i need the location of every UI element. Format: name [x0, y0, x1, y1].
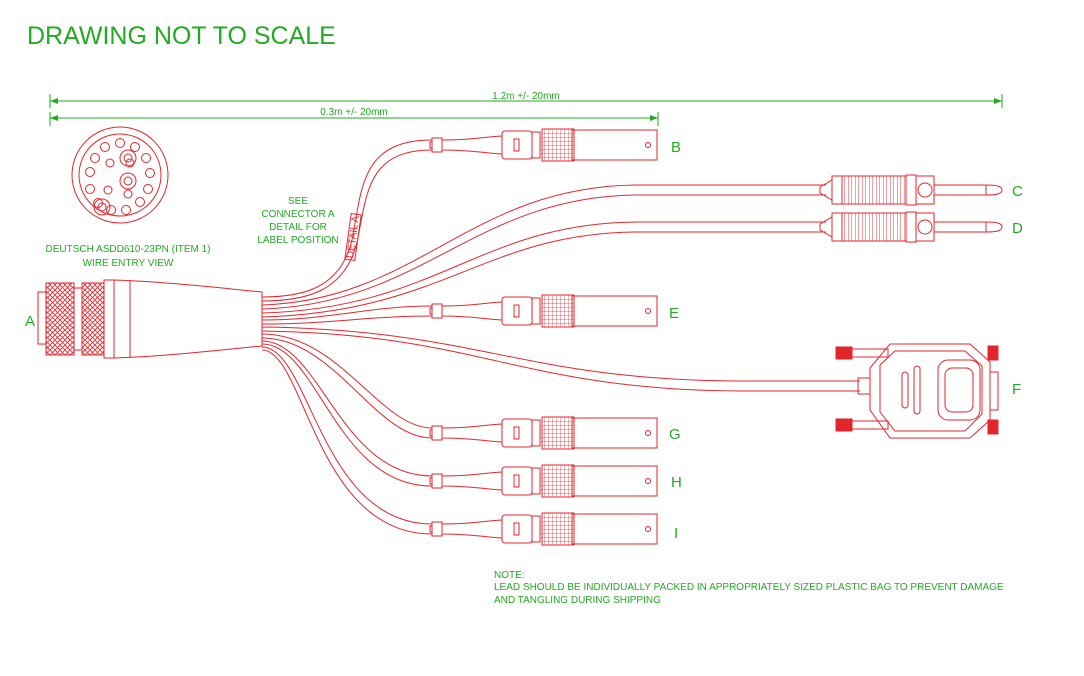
label-h: H	[671, 474, 682, 491]
note-line-2: AND TANGLING DURING SHIPPING	[494, 595, 661, 606]
connector-h	[429, 464, 658, 498]
see-note-line-3: DETAIL FOR	[269, 222, 327, 233]
connector-c	[819, 174, 1003, 206]
label-c: C	[1012, 183, 1023, 200]
label-a: A	[25, 313, 35, 330]
label-sleeve: DETAIL A	[344, 212, 362, 262]
connector-f	[835, 343, 999, 439]
note-line-1: LEAD SHOULD BE INDIVIDUALLY PACKED IN AP…	[494, 582, 1004, 593]
connector-a	[37, 279, 263, 359]
label-sleeve-text: DETAIL A	[345, 215, 362, 259]
see-note-line-1: SEE	[288, 196, 308, 207]
label-d: D	[1012, 220, 1023, 237]
label-e: E	[669, 305, 679, 322]
connector-view-label: WIRE ENTRY VIEW	[83, 258, 174, 269]
see-note-line-4: LABEL POSITION	[257, 235, 338, 246]
label-i: I	[674, 525, 678, 542]
connector-e	[429, 294, 658, 328]
connector-face-view	[71, 126, 169, 224]
label-b: B	[671, 139, 681, 156]
label-g: G	[669, 426, 681, 443]
connector-part-label: DEUTSCH ASDD610-23PN (ITEM 1)	[45, 244, 210, 255]
see-note-line-2: CONNECTOR A	[261, 209, 334, 220]
dimension-overall-label: 1.2m +/- 20mm	[492, 91, 560, 102]
dimension-short-label: 0.3m +/- 20mm	[320, 107, 388, 118]
dimension-short: 0.3m +/- 20mm	[49, 107, 659, 126]
connector-i	[429, 512, 658, 546]
label-f: F	[1012, 381, 1021, 398]
connector-b	[429, 128, 658, 162]
connector-g	[429, 416, 658, 450]
note-heading: NOTE:	[494, 570, 525, 581]
dimension-overall: 1.2m +/- 20mm	[49, 91, 1003, 108]
drawing-title: DRAWING NOT TO SCALE	[27, 22, 336, 50]
connector-d	[819, 211, 1003, 243]
